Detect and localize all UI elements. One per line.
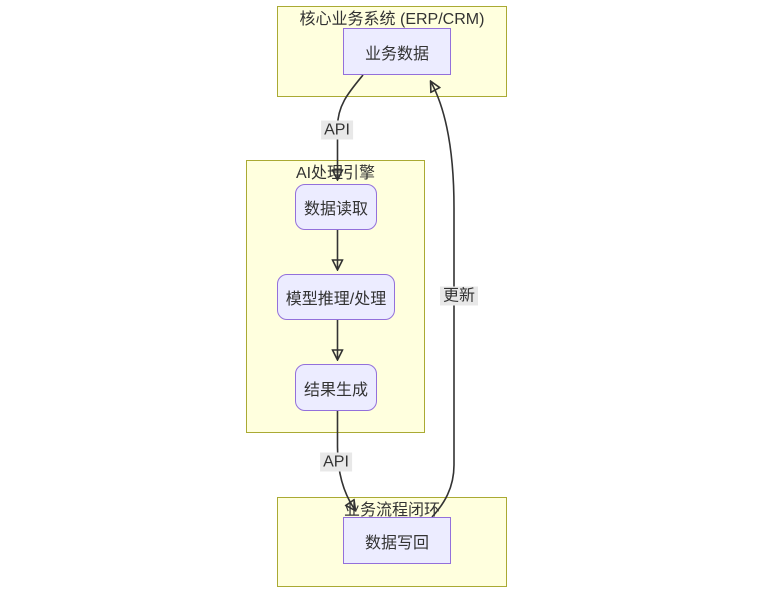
edge-resultgeneration-to-datawriteback: [336, 411, 356, 510]
node-data-read: 数据读取: [295, 184, 377, 230]
node-data-writeback: 数据写回: [343, 517, 451, 564]
edge-label-api-bottom: API: [320, 452, 352, 472]
edge-label-api-top: API: [321, 120, 353, 140]
edge-datawriteback-to-businessdata: [431, 82, 455, 518]
node-data-writeback-label: 数据写回: [364, 534, 429, 552]
edge-label-update: 更新: [439, 286, 479, 306]
node-business-data-label: 业务数据: [364, 45, 429, 63]
cluster-process-loop-title: 业务流程闭环: [343, 502, 440, 519]
node-model-inference-label: 模型推理/处理: [285, 291, 387, 308]
node-data-read-label: 数据读取: [303, 201, 368, 218]
cluster-core-system: 核心业务系统 (ERP/CRM): [277, 6, 507, 97]
node-business-data: 业务数据: [343, 28, 451, 75]
cluster-core-system-title: 核心业务系统 (ERP/CRM): [299, 11, 485, 28]
node-model-inference: 模型推理/处理: [277, 274, 395, 320]
node-result-generation-label: 结果生成: [303, 381, 368, 399]
node-result-generation: 结果生成: [295, 364, 377, 411]
